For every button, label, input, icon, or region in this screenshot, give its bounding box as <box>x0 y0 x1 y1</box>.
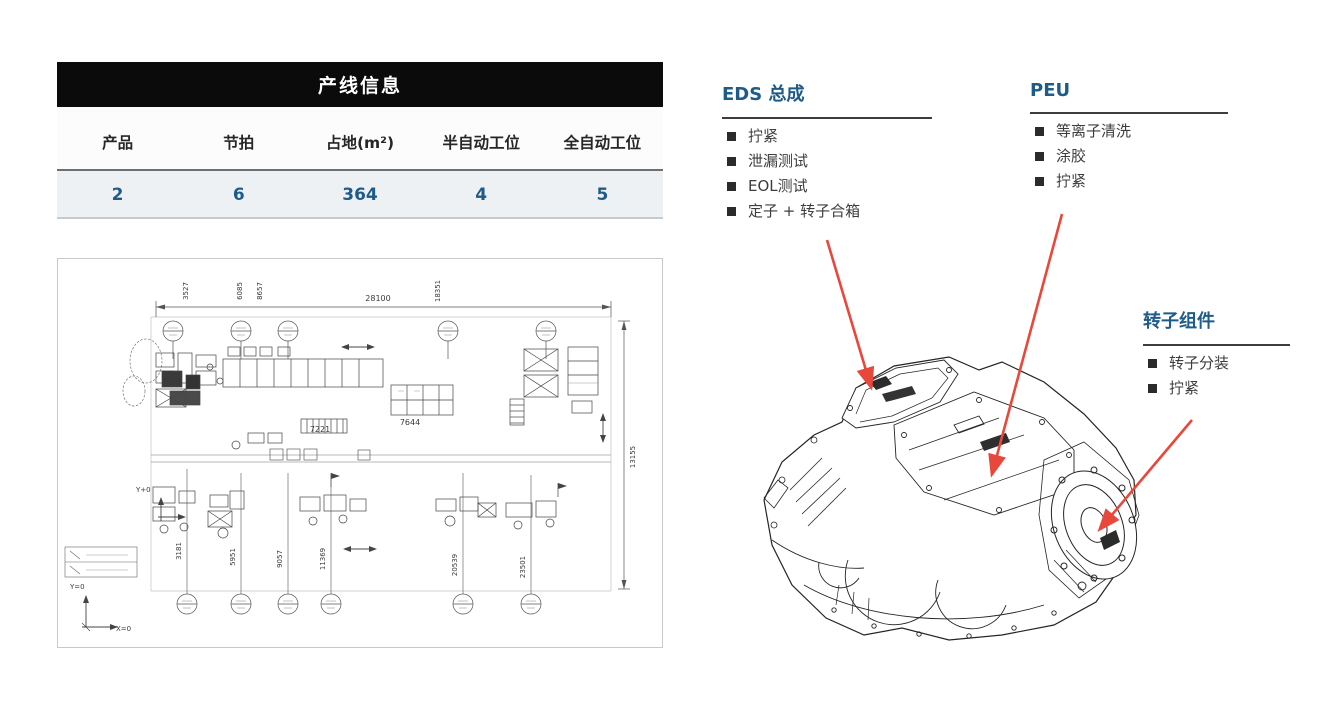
list-item-label: 转子分装 <box>1169 354 1230 372</box>
central-aisle <box>151 448 611 463</box>
table-divider <box>57 169 663 171</box>
dim-top-label: 28100 <box>365 294 390 303</box>
axis-label-y0: Y=0 <box>69 583 85 591</box>
eol-station-block <box>390 384 454 416</box>
eds-assembly-drawing <box>744 330 1149 654</box>
annotation-eds-title: EDS 总成 <box>722 80 932 119</box>
hatched-strip <box>300 418 348 434</box>
lower-machine-clusters <box>152 486 557 539</box>
dimension-right <box>618 320 630 590</box>
bottom-station-tags <box>182 600 536 609</box>
annotation-eds-list: 拧紧 泄漏测试 EOL测试 定子 + 转子合箱 <box>722 128 932 220</box>
annotation-peu-title: PEU <box>1030 80 1228 114</box>
bullet-square-icon <box>1035 177 1044 186</box>
table-value-row: 2 6 364 4 5 <box>57 171 663 219</box>
annotation-peu-list: 等离子清洗 涂胶 拧紧 <box>1030 123 1228 190</box>
list-item: 等离子清洗 <box>1030 123 1228 140</box>
top-station-markers <box>162 320 557 359</box>
list-item-label: EOL测试 <box>748 177 808 195</box>
stairs-icon <box>509 398 525 426</box>
list-item: EOL测试 <box>722 178 932 195</box>
housing-ribs <box>763 436 847 529</box>
list-item-label: 涂胶 <box>1056 147 1087 165</box>
bullet-square-icon <box>727 132 736 141</box>
inverter-cover <box>841 359 959 429</box>
dim-7644: 7644 <box>400 418 420 427</box>
col-header-takt: 节拍 <box>223 134 255 152</box>
bullet-square-icon <box>1035 127 1044 136</box>
dim-13155: 13155 <box>629 446 637 468</box>
floor-plan-panel: 28100 3527 6085 8657 18351 13155 <box>57 258 663 648</box>
bullet-square-icon <box>1148 384 1157 393</box>
dim-3527: 3527 <box>182 282 190 300</box>
value-takt: 6 <box>232 185 245 205</box>
dim-3181: 3181 <box>175 542 183 560</box>
top-station-tags <box>168 327 551 336</box>
dimension-top <box>155 301 612 317</box>
table-header-row: 产品 节拍 占地(m²) 半自动工位 全自动工位 <box>57 107 663 169</box>
value-full-auto: 5 <box>596 185 609 205</box>
stacking-zone <box>523 346 599 414</box>
dim-6085: 6085 <box>236 282 244 300</box>
list-item: 拧紧 <box>1030 173 1228 190</box>
col-header-full-auto: 全自动工位 <box>563 134 642 152</box>
bullet-square-icon <box>1035 152 1044 161</box>
dim-18351: 18351 <box>434 280 442 302</box>
col-header-product: 产品 <box>102 134 134 152</box>
bullet-square-icon <box>1148 359 1157 368</box>
gear-housing <box>771 539 1097 639</box>
annotation-eds: EDS 总成 拧紧 泄漏测试 EOL测试 定子 + 转子合箱 <box>722 80 932 220</box>
bottom-station-markers <box>176 593 542 615</box>
hall-boundary <box>150 316 612 592</box>
col-header-footprint: 占地(m²) <box>325 134 395 152</box>
bullet-square-icon <box>727 182 736 191</box>
value-product: 2 <box>111 185 124 205</box>
production-line-info-table: 产线信息 产品 节拍 占地(m²) 半自动工位 全自动工位 2 6 364 4 … <box>57 62 663 219</box>
axis-label-x0: X=0 <box>116 625 131 633</box>
bottom-leader-lines <box>186 469 532 594</box>
axis-label-y-plus: Y+0 <box>135 486 151 494</box>
list-item: 定子 + 转子合箱 <box>722 203 932 220</box>
value-semi-auto: 4 <box>475 185 488 205</box>
list-item-label: 泄漏测试 <box>748 152 809 170</box>
top-conveyor-line <box>222 346 384 388</box>
revision-clouds <box>122 338 163 407</box>
flag-markers <box>330 473 567 497</box>
floor-plan-drawing: 28100 3527 6085 8657 18351 13155 <box>64 280 637 633</box>
dim-11369: 11369 <box>319 548 327 570</box>
dim-8657: 8657 <box>256 282 264 300</box>
value-footprint: 364 <box>342 185 378 205</box>
list-item: 拧紧 <box>1143 380 1290 397</box>
annotation-peu: PEU 等离子清洗 涂胶 拧紧 <box>1030 80 1228 190</box>
flow-arrows <box>341 344 606 552</box>
mid-machines <box>231 432 283 450</box>
list-item-label: 拧紧 <box>1169 379 1200 397</box>
list-item: 泄漏测试 <box>722 153 932 170</box>
dim-9057: 9057 <box>276 550 284 568</box>
dim-23501: 23501 <box>519 556 527 578</box>
dim-20539: 20539 <box>451 554 459 576</box>
table-title: 产线信息 <box>57 62 663 107</box>
axis-marker-mid <box>158 497 186 521</box>
list-item: 转子分装 <box>1143 355 1290 372</box>
col-header-semi-auto: 半自动工位 <box>442 134 520 152</box>
annotation-rotor-title: 转子组件 <box>1143 307 1290 346</box>
list-item: 涂胶 <box>1030 148 1228 165</box>
bullet-square-icon <box>727 207 736 216</box>
dim-5951: 5951 <box>229 548 237 566</box>
bullet-square-icon <box>727 157 736 166</box>
dim-7221: 7221 <box>310 425 330 434</box>
list-item: 拧紧 <box>722 128 932 145</box>
machine-cluster-top-left <box>155 352 224 408</box>
legend-box <box>64 546 138 578</box>
list-item-label: 拧紧 <box>1056 172 1087 190</box>
list-item-label: 拧紧 <box>748 127 779 145</box>
axis-marker-origin <box>81 595 118 632</box>
list-item-label: 定子 + 转子合箱 <box>748 202 861 220</box>
annotation-rotor: 转子组件 转子分装 拧紧 <box>1143 307 1290 397</box>
annotation-rotor-list: 转子分装 拧紧 <box>1143 355 1290 397</box>
list-item-label: 等离子清洗 <box>1056 122 1132 140</box>
